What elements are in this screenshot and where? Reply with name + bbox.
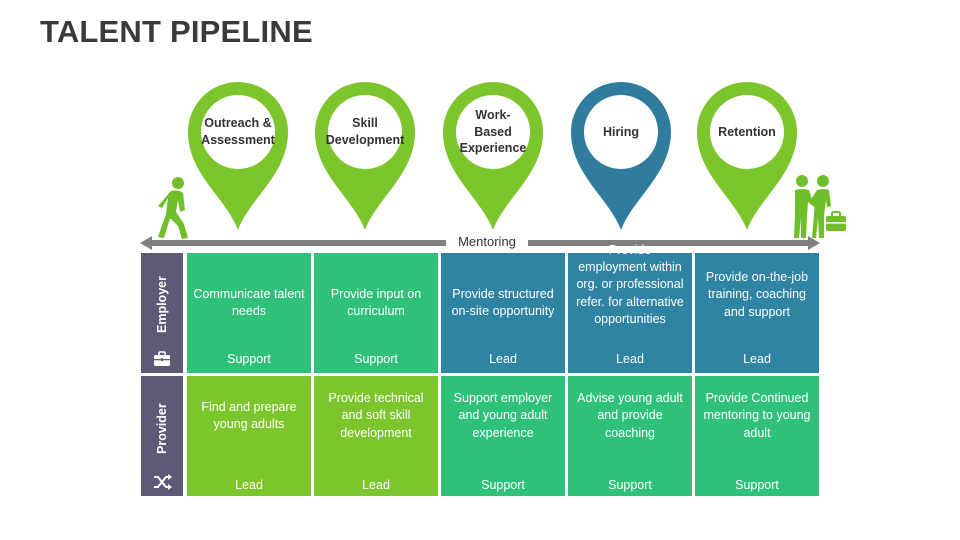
cell-role: Support <box>354 352 398 366</box>
stage-label: Skill Development <box>325 116 405 147</box>
cell-role: Lead <box>362 478 390 492</box>
row-label-text: Provider <box>155 403 169 454</box>
stage-pin-1: Outreach & Assessment <box>186 80 290 232</box>
page-title: TALENT PIPELINE <box>40 14 313 49</box>
stage-label: Outreach & Assessment <box>201 116 275 147</box>
cell-role: Lead <box>743 352 771 366</box>
cell-role: Support <box>735 478 779 492</box>
cell-description: Advise young adult and provide coaching <box>577 391 683 440</box>
cell-role: Support <box>227 352 271 366</box>
cell-role: Lead <box>235 478 263 492</box>
map-pin-icon <box>571 82 671 230</box>
map-pin-icon <box>697 82 797 230</box>
cell-provider-5: Provide Continued mentoring to young adu… <box>695 376 819 496</box>
cell-role: Support <box>608 478 652 492</box>
stage-pin-3: Work-Based Experience <box>441 80 545 232</box>
stage-pin-4: Hiring <box>569 80 673 232</box>
stage-pin-5: Retention <box>695 80 799 232</box>
row-label-provider: Provider <box>141 376 183 496</box>
cell-description: Communicate talent needs <box>193 286 305 318</box>
row-label-employer: Employer <box>141 253 183 373</box>
shuffle-icon <box>154 474 172 490</box>
cell-description: Provide structured on-site opportunity <box>451 286 555 318</box>
handshake-people-icon <box>794 175 846 238</box>
cell-description: Provide employment within org. or profes… <box>576 242 684 326</box>
cell-description: Provide Continued mentoring to young adu… <box>703 391 811 440</box>
stage-pin-2: Skill Development <box>313 80 417 232</box>
cell-description: Provide on-the-job training, coaching an… <box>705 270 809 319</box>
stage-label: Work-Based Experience <box>459 107 527 156</box>
mentoring-label: Mentoring <box>446 234 528 249</box>
map-pin-icon <box>443 82 543 230</box>
cell-provider-2: Provide technical and soft skill develop… <box>314 376 438 496</box>
stage-label: Retention <box>718 124 776 139</box>
map-pin-icon <box>315 82 415 230</box>
cell-employer-4: Provide employment within org. or profes… <box>568 242 692 373</box>
map-pin-icon <box>188 82 288 230</box>
cell-description: Provide technical and soft skill develop… <box>328 391 424 440</box>
cell-role: Lead <box>616 352 644 366</box>
cell-provider-3: Support employer and young adult experie… <box>441 376 565 496</box>
cell-description: Support employer and young adult experie… <box>453 391 553 440</box>
cell-description: Provide input on curriculum <box>330 286 422 318</box>
cell-description: Find and prepare young adults <box>201 399 297 431</box>
cell-role: Lead <box>489 352 517 366</box>
cell-employer-5: Provide on-the-job training, coaching an… <box>695 253 819 373</box>
cell-role: Support <box>481 478 525 492</box>
briefcase-icon <box>154 351 170 366</box>
walking-person-icon <box>158 177 188 239</box>
stage-label: Hiring <box>602 124 640 139</box>
row-label-text: Employer <box>155 276 169 333</box>
